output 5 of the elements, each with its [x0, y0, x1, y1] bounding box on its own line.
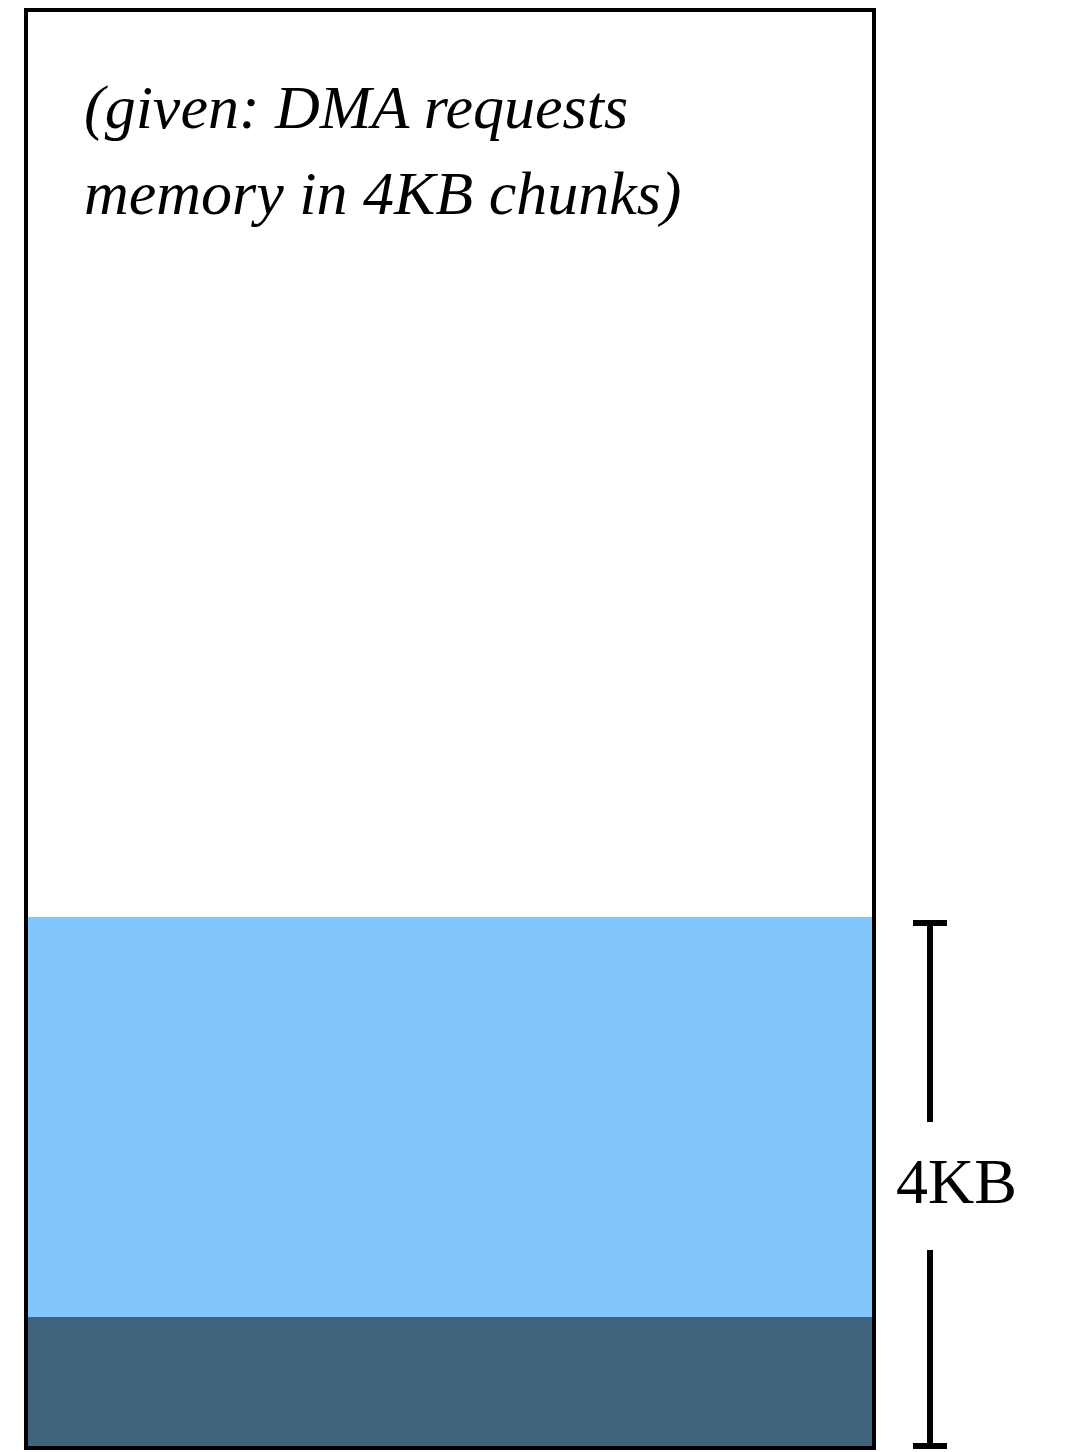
note-text: (given: DMA requests memory in 4KB chunks)	[84, 72, 683, 229]
allocated-chunk-bar	[28, 917, 872, 1317]
memory-box	[24, 8, 876, 1450]
dimension-label: 4KB	[896, 1145, 1017, 1219]
reserved-region-bar	[28, 1317, 872, 1446]
